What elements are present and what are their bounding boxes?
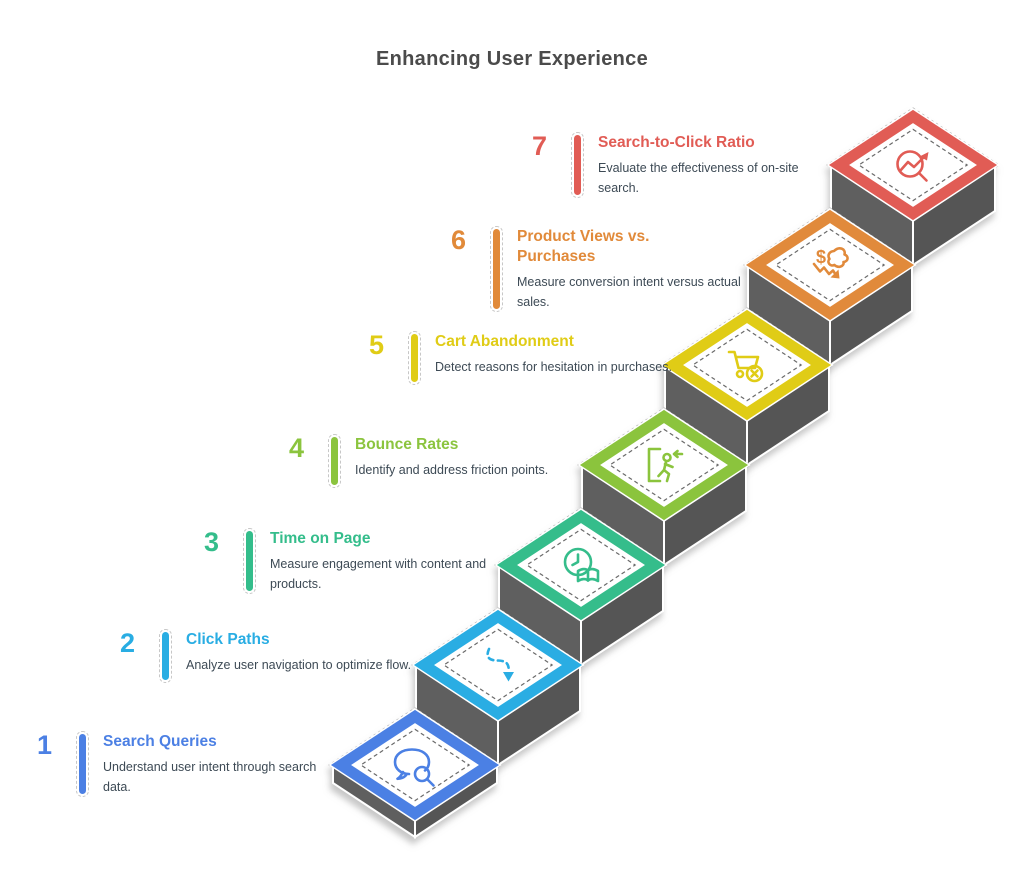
step-block: 7 Search-to-Click Ratio Evaluate the eff… (511, 132, 838, 198)
step-title: Time on Page (270, 530, 371, 547)
step-text: Product Views vs. Purchases Measure conv… (517, 226, 757, 312)
step-number: 2 (119, 628, 135, 658)
step-accent-bar (159, 629, 172, 683)
exit-door-icon (647, 447, 684, 483)
step-accent-bar (571, 132, 584, 198)
step-diamond (660, 308, 834, 422)
step-accent-bar (328, 434, 341, 488)
step-diamond (826, 108, 1000, 222)
step-description: Identify and address friction points. (355, 463, 549, 478)
step-description: Detect reasons for hesitation in purchas… (435, 360, 672, 375)
stair-step (411, 607, 585, 767)
step-text: Search-to-Click Ratio Evaluate the effec… (598, 132, 838, 198)
step-block: 2 Click Paths Analyze user navigation to… (99, 629, 426, 683)
step-accent-bar (490, 226, 503, 313)
step-number: 3 (203, 527, 219, 557)
click-path-icon (486, 647, 514, 682)
step-number: 7 (531, 131, 547, 161)
step-text: Click Paths Analyze user navigation to o… (186, 629, 426, 683)
stair-step (494, 507, 668, 667)
step-number: 5 (368, 330, 384, 360)
step-text: Search Queries Understand user intent th… (103, 731, 343, 797)
step-number: 4 (288, 433, 304, 463)
step-title: Search Queries (103, 733, 217, 750)
search-chat-icon (393, 748, 435, 787)
cart-x-icon (727, 350, 764, 383)
step-block: 6 Product Views vs. Purchases Measure co… (430, 225, 757, 313)
step-description: Measure conversion intent versus actual … (517, 275, 741, 309)
stair-step (328, 707, 502, 839)
step-title: Bounce Rates (355, 436, 459, 453)
time-book-icon (563, 547, 600, 583)
step-text: Time on Page Measure engagement with con… (270, 528, 510, 594)
step-title: Cart Abandonment (435, 333, 574, 350)
step-text: Bounce Rates Identify and address fricti… (355, 434, 595, 488)
step-number: 6 (450, 225, 466, 255)
step-description: Evaluate the effectiveness of on-site se… (598, 161, 799, 195)
step-diamond (411, 608, 585, 722)
step-diamond (328, 708, 502, 822)
step-accent-bar (408, 331, 421, 385)
step-description: Analyze user navigation to optimize flow… (186, 658, 412, 673)
step-text: Cart Abandonment Detect reasons for hesi… (435, 331, 675, 385)
step-title: Product Views vs. Purchases (517, 228, 650, 266)
step-diamond (577, 408, 751, 522)
dollar-drop-icon: $ (812, 247, 849, 279)
search-trend-icon (896, 150, 929, 182)
stair-step (826, 107, 1000, 267)
stair-step (660, 307, 834, 467)
step-block: 3 Time on Page Measure engagement with c… (183, 528, 510, 594)
page-title: Enhancing User Experience (375, 48, 649, 70)
step-block: 1 Search Queries Understand user intent … (16, 731, 343, 797)
step-description: Measure engagement with content and prod… (270, 557, 487, 591)
step-description: Understand user intent through search da… (103, 760, 317, 794)
step-title: Search-to-Click Ratio (598, 134, 755, 151)
step-block: 5 Cart Abandonment Detect reasons for he… (348, 331, 675, 385)
step-diamond: $ (743, 208, 917, 322)
step-accent-bar (76, 731, 89, 797)
step-diamond (494, 508, 668, 622)
step-accent-bar (243, 528, 256, 594)
step-number: 1 (36, 730, 52, 760)
stair-step: $ (743, 207, 917, 367)
step-block: 4 Bounce Rates Identify and address fric… (268, 434, 595, 488)
svg-text:$: $ (816, 247, 826, 267)
step-title: Click Paths (186, 631, 270, 648)
